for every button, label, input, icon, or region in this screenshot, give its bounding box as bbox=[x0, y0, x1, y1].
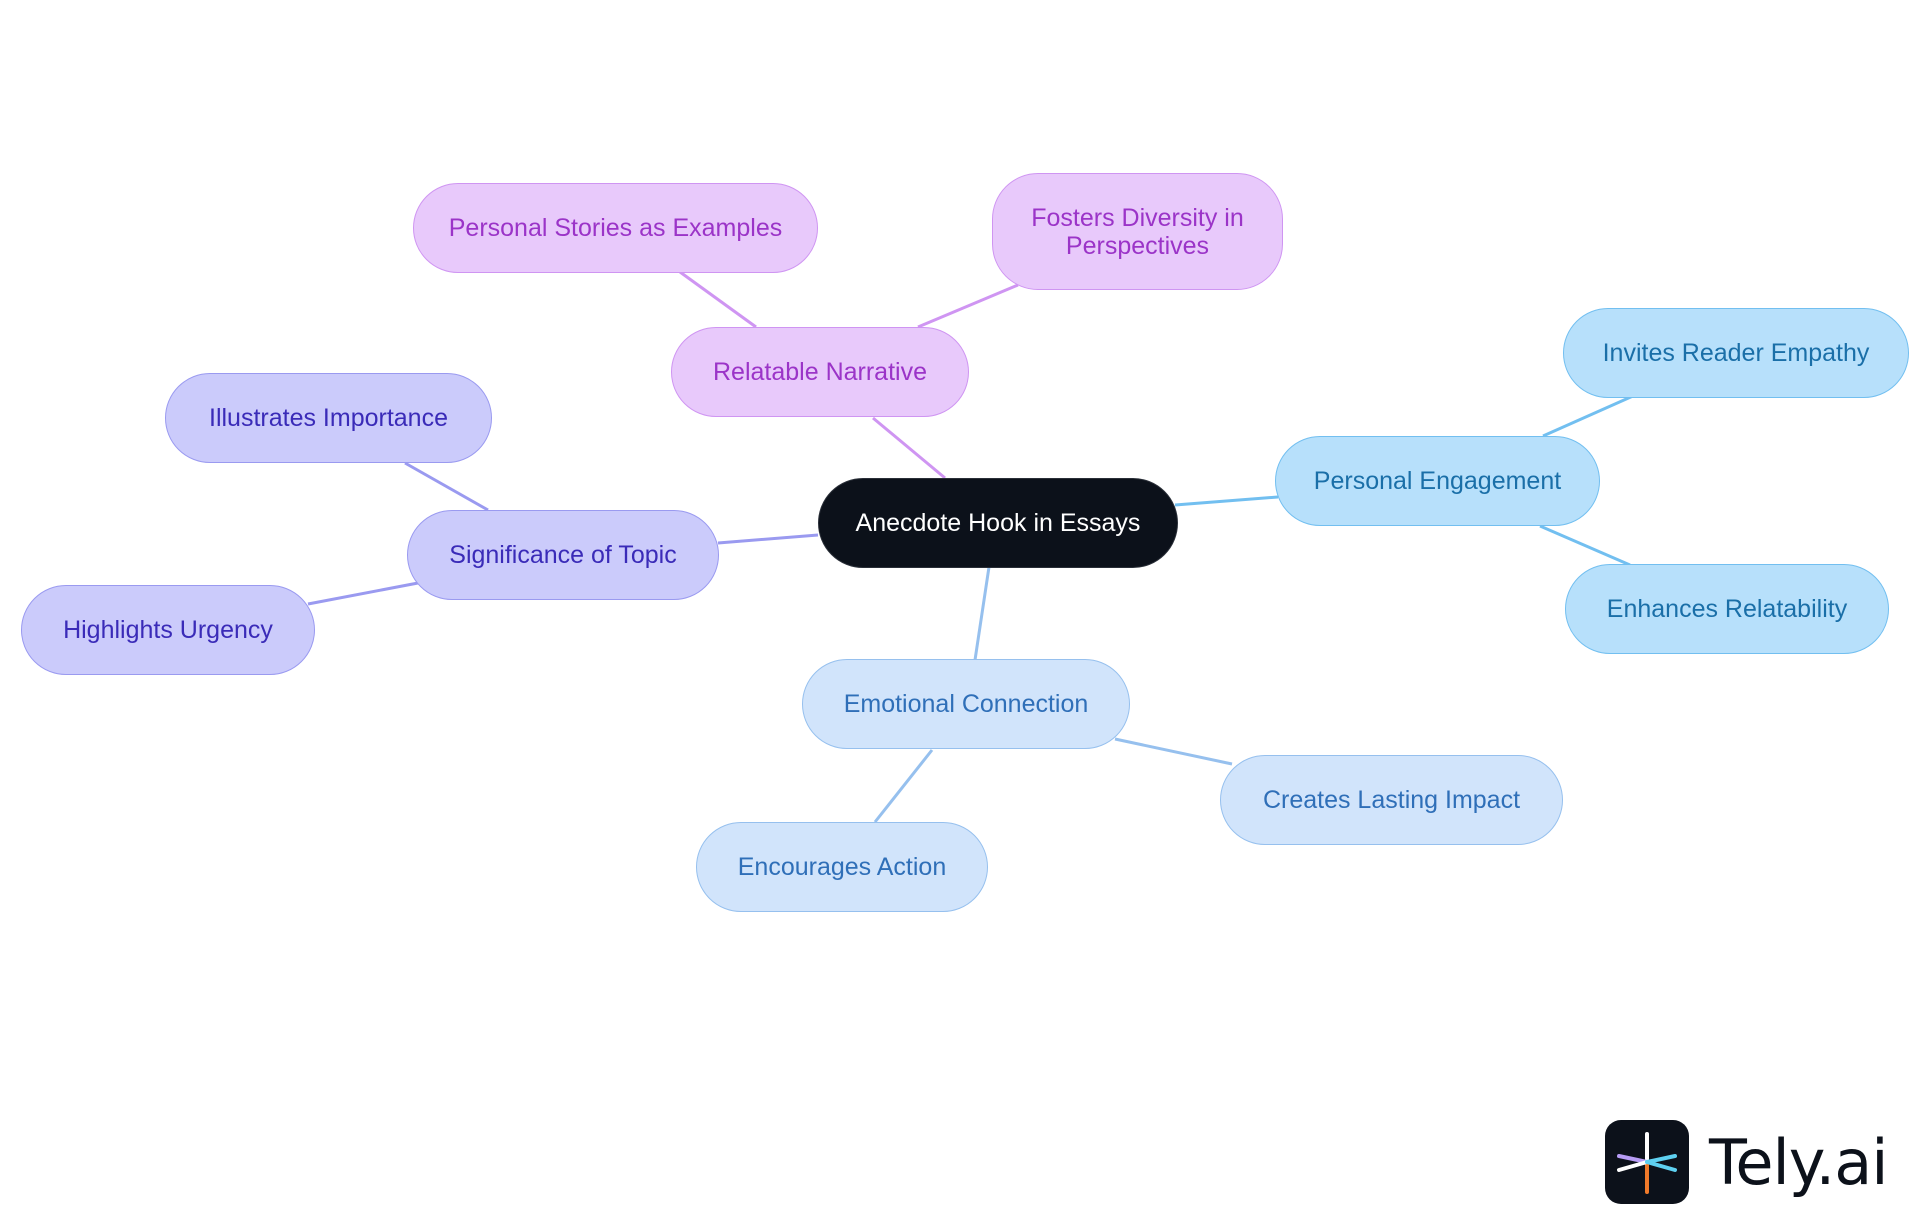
leaf-fosters-diversity: Fosters Diversity in Perspectives bbox=[992, 173, 1283, 290]
edge-significance-importance bbox=[404, 461, 489, 512]
logo-text: Tely.ai bbox=[1709, 1125, 1888, 1199]
edge-center-significance bbox=[717, 533, 819, 545]
leaf-illustrates-importance: Illustrates Importance bbox=[165, 373, 492, 463]
tely-logo-icon bbox=[1605, 1120, 1689, 1204]
center-node: Anecdote Hook in Essays bbox=[818, 478, 1178, 568]
branch-significance-of-topic: Significance of Topic bbox=[407, 510, 719, 600]
brand-logo: Tely.ai bbox=[1605, 1120, 1888, 1204]
leaf-encourages-action: Encourages Action bbox=[696, 822, 988, 912]
branch-personal-engagement: Personal Engagement bbox=[1275, 436, 1600, 526]
edge-center-emotional-connection bbox=[973, 566, 991, 661]
edge-narrative-diversity bbox=[917, 283, 1019, 329]
edge-emotional-impact bbox=[1114, 737, 1233, 766]
leaf-creates-lasting-impact: Creates Lasting Impact bbox=[1220, 755, 1563, 845]
edge-center-personal-engagement bbox=[1174, 495, 1279, 507]
leaf-enhances-relatability: Enhances Relatability bbox=[1565, 564, 1889, 654]
edge-engagement-empathy bbox=[1542, 394, 1634, 438]
leaf-highlights-urgency: Highlights Urgency bbox=[21, 585, 315, 675]
branch-emotional-connection: Emotional Connection bbox=[802, 659, 1130, 749]
edge-engagement-relatability bbox=[1539, 524, 1631, 567]
edge-center-relatable-narrative bbox=[872, 416, 946, 480]
edge-emotional-action bbox=[873, 749, 934, 823]
edge-significance-urgency bbox=[307, 581, 419, 606]
edge-narrative-stories bbox=[679, 270, 757, 329]
leaf-invites-reader-empathy: Invites Reader Empathy bbox=[1563, 308, 1909, 398]
leaf-personal-stories: Personal Stories as Examples bbox=[413, 183, 818, 273]
branch-relatable-narrative: Relatable Narrative bbox=[671, 327, 969, 417]
